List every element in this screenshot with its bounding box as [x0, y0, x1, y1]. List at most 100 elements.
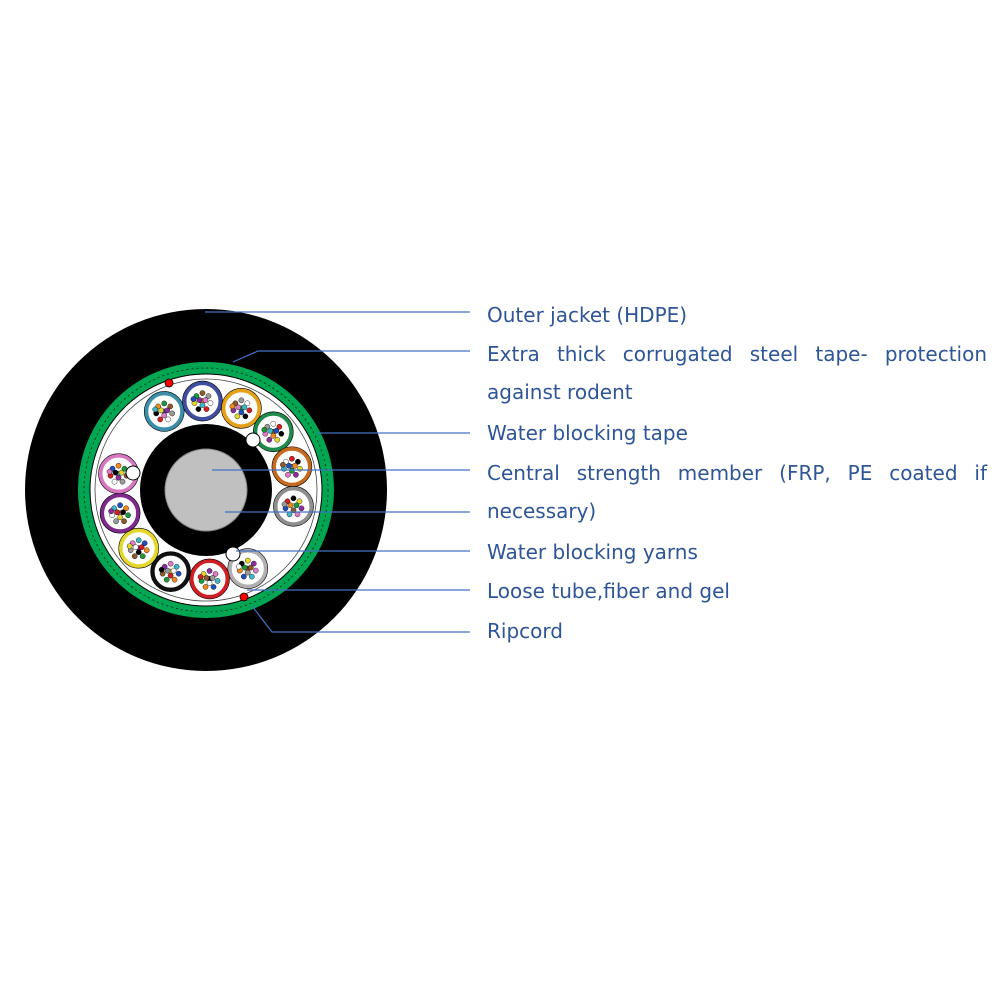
fiber: [248, 573, 255, 580]
fiber: [298, 505, 305, 512]
fiber: [157, 416, 164, 423]
fiber: [214, 578, 221, 584]
fiber: [244, 569, 251, 576]
fiber: [293, 471, 299, 478]
label-water-blocking-tape: Water blocking tape: [487, 421, 688, 445]
fiber: [175, 570, 182, 577]
fiber: [289, 467, 295, 474]
fiber: [202, 397, 209, 403]
fiber: [276, 423, 283, 430]
fiber: [113, 518, 119, 525]
leader-line-ripcord: [251, 605, 470, 633]
leader-line-steel-tape: [232, 350, 470, 363]
fiber: [158, 566, 165, 573]
fiber: [143, 547, 150, 554]
fiber: [238, 397, 245, 404]
label-central-strength-member: Central strength member (FRP, PE coated …: [487, 454, 987, 530]
ripcord-top: [164, 378, 174, 388]
loose-tube-outline: [150, 551, 191, 592]
fiber: [281, 501, 288, 508]
fiber: [206, 580, 213, 586]
fiber: [296, 498, 303, 505]
fiber: [111, 478, 118, 485]
label-central-strength-member-line-1: Central strength member (FRP, PE coated …: [487, 461, 987, 485]
fiber: [199, 390, 206, 396]
loose-tube-outline: [273, 486, 314, 527]
fiber: [241, 404, 248, 411]
steel-tape-corrugation: [83, 367, 329, 613]
fiber: [126, 543, 133, 550]
fiber: [125, 512, 131, 519]
label-steel-tape-line-1: Extra thick corrugated steel tape- prote…: [487, 342, 987, 366]
fiber: [108, 508, 114, 515]
fiber: [202, 584, 209, 590]
fiber: [121, 518, 127, 525]
label-loose-tube: Loose tube,fiber and gel: [487, 579, 730, 603]
fiber: [235, 404, 242, 411]
fiber: [117, 502, 123, 509]
fiber: [270, 432, 277, 439]
fiber: [267, 427, 274, 434]
loose-tube-outline: [227, 548, 269, 589]
fiber: [139, 553, 146, 560]
ripcord-bottom: [239, 592, 249, 602]
fiber: [203, 575, 210, 581]
fiber: [167, 572, 174, 579]
fiber: [238, 409, 245, 416]
fiber: [266, 436, 273, 443]
fiber: [261, 426, 268, 433]
fiber: [161, 400, 168, 407]
loose-tube-outline: [253, 411, 294, 453]
fiber: [167, 560, 174, 567]
fiber: [167, 403, 174, 410]
fiber: [119, 478, 126, 485]
fiber: [252, 567, 259, 574]
fiber: [210, 584, 217, 590]
fiber: [195, 406, 202, 412]
fiber: [290, 495, 297, 502]
fiber: [112, 469, 119, 476]
fiber: [250, 560, 257, 567]
fiber: [240, 573, 247, 580]
fiber: [163, 576, 170, 583]
fiber: [203, 406, 210, 412]
water-blocking-yarn: [245, 432, 261, 448]
fiber: [117, 514, 123, 521]
loose-tubes-group: [98, 380, 314, 600]
fiber: [205, 393, 212, 399]
fiber: [115, 474, 122, 481]
fiber: [173, 563, 180, 570]
fiber: [246, 407, 253, 414]
fiber: [132, 544, 139, 551]
fiber: [244, 400, 251, 407]
loose-tube-outline: [118, 527, 159, 569]
fiber: [196, 397, 203, 403]
fiber: [286, 462, 292, 469]
loose-tube-outline: [221, 388, 262, 429]
fiber: [207, 400, 214, 406]
fiber: [114, 509, 120, 516]
fiber: [247, 564, 254, 571]
fiber: [270, 420, 277, 427]
fiber: [244, 557, 251, 564]
fiber: [135, 537, 142, 544]
fiber: [135, 549, 142, 556]
fiber: [292, 462, 298, 469]
fiber: [138, 544, 145, 551]
fiber: [206, 568, 213, 574]
fiber: [285, 471, 291, 478]
fiber: [158, 407, 165, 414]
fiber: [280, 461, 286, 468]
fiber: [106, 468, 113, 475]
leader-lines: [205, 311, 470, 633]
fiber: [295, 458, 301, 465]
fiber: [242, 413, 249, 420]
fiber: [161, 412, 168, 419]
fiber: [118, 469, 125, 476]
label-steel-tape-line-2: against rodent: [487, 380, 633, 404]
fiber: [241, 564, 248, 571]
fiber: [234, 413, 241, 420]
fiber: [190, 396, 197, 402]
fiber: [197, 574, 204, 580]
